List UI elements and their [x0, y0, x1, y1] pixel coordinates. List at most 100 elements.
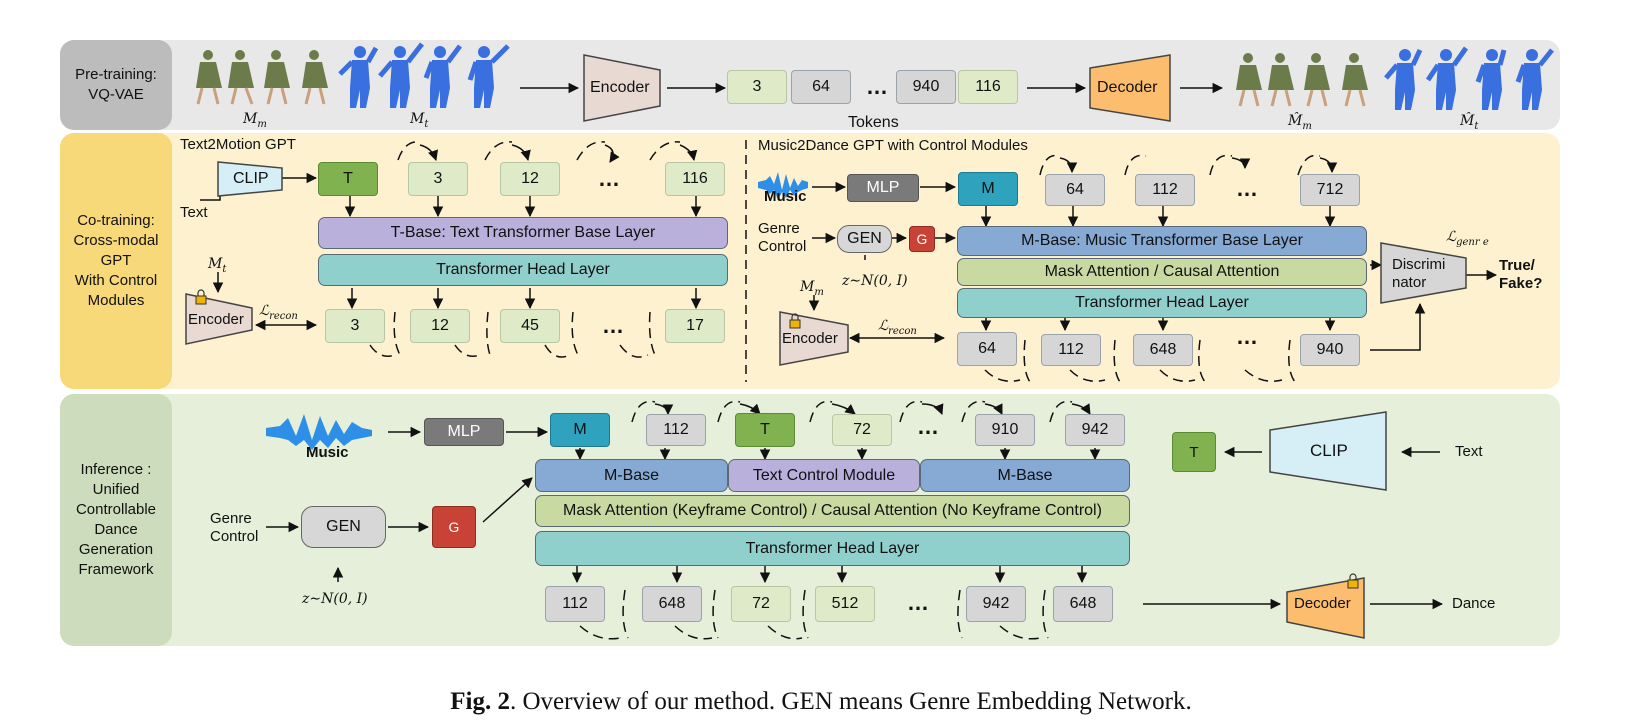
inference-music-waveform	[266, 414, 372, 450]
t2m-out-token: 17	[665, 309, 725, 343]
inf-in-ellipsis: …	[917, 414, 940, 439]
inf-gen-box: GEN	[301, 506, 386, 548]
t2m-t-token: T	[318, 162, 378, 196]
inf-head-layer: Transformer Head Layer	[535, 531, 1130, 566]
inf-mbase-left: M-Base	[535, 459, 728, 492]
t2m-clip-shape	[217, 161, 283, 197]
m2d-out-token: 112	[1041, 334, 1101, 366]
inf-t-token: T	[735, 413, 795, 447]
m2d-music-waveform	[758, 172, 808, 200]
inference-clip-shape	[1269, 411, 1387, 491]
inf-decoder-label: Decoder	[1294, 595, 1351, 612]
m2d-recon-label: ℒrecon	[878, 318, 917, 337]
lock-icons	[195, 289, 1359, 589]
m2d-mlp: MLP	[847, 174, 919, 202]
m2d-out-ellipsis: …	[1236, 324, 1259, 349]
m2d-title: Music2Dance GPT with Control Modules	[758, 137, 1028, 154]
pretrain-token: 3	[727, 70, 787, 104]
t2m-out-token: 45	[500, 309, 560, 343]
m2d-mask-layer: Mask Attention / Causal Attention	[957, 258, 1367, 286]
inf-in-token: 72	[832, 414, 892, 446]
t2m-in-token: 12	[500, 162, 560, 196]
pretrain-label: Pre-training: VQ-VAE	[60, 40, 172, 130]
m2d-out-token: 64	[957, 332, 1017, 366]
pretrain-token: 116	[958, 70, 1018, 104]
inf-out-token: 512	[815, 586, 875, 622]
m2d-head-layer: Transformer Head Layer	[957, 288, 1367, 318]
discriminator-shape	[1380, 242, 1467, 304]
figure-caption: Fig. 2. Overview of our method. GEN mean…	[0, 688, 1642, 716]
lgenre-label: ℒgenr e	[1446, 229, 1489, 248]
t2m-clip-label: CLIP	[233, 170, 269, 187]
inference-decoder-shape	[1286, 577, 1365, 639]
inf-out-token: 112	[545, 586, 605, 622]
inf-t-right: T	[1172, 432, 1216, 472]
waveform-group	[266, 172, 808, 450]
inf-in-token: 942	[1065, 414, 1125, 446]
figure-number: Fig. 2	[450, 688, 510, 715]
t2m-mt-label: Mt	[208, 256, 227, 275]
pretrain-decoder-label: Decoder	[1097, 79, 1158, 96]
inf-z-label: z∼N(0, I)	[302, 591, 368, 607]
inf-out-token: 942	[966, 586, 1026, 622]
inf-out-token: 648	[1053, 586, 1113, 622]
t2m-encoder-shape	[185, 293, 253, 345]
inf-mbase-right: M-Base	[920, 459, 1130, 492]
inf-text-label: Text	[1455, 443, 1483, 460]
inf-genre-control-label: Genre Control	[210, 510, 259, 545]
inf-out-token: 72	[731, 586, 791, 622]
tokens-label: Tokens	[848, 114, 899, 131]
inf-mlp: MLP	[424, 418, 504, 446]
m2d-music-label: Music	[764, 188, 807, 205]
dancer-figures	[196, 42, 1554, 110]
inf-music-label: Music	[306, 444, 349, 461]
m2d-mm-label: Mm	[800, 279, 824, 298]
cotrain-label: Co-training: Cross-modal GPT With Contro…	[60, 133, 172, 389]
m2d-in-token: 112	[1135, 174, 1195, 206]
t2m-base-layer: T-Base: Text Transformer Base Layer	[318, 217, 728, 249]
t2m-recon-label: ℒrecon	[259, 303, 298, 322]
m-t-label: Mt	[410, 111, 429, 130]
m-t-hat-label: M̂t	[1460, 113, 1479, 132]
inf-clip-label: CLIP	[1310, 441, 1348, 460]
m2d-in-token: 712	[1300, 174, 1360, 206]
inf-g-box: G	[432, 506, 476, 548]
m2d-out-token: 648	[1133, 334, 1193, 366]
pretrain-encoder-label: Encoder	[590, 79, 650, 96]
inf-out-token: 648	[642, 586, 702, 622]
m2d-z-label: z∼N(0, I)	[842, 273, 908, 289]
m2d-m-token: M	[958, 172, 1018, 206]
m2d-in-token: 64	[1045, 174, 1105, 206]
inf-in-token: 112	[646, 414, 706, 446]
true-fake-label: True/ Fake?	[1499, 257, 1543, 292]
inf-text-control-module: Text Control Module	[728, 459, 920, 492]
t2m-head-layer: Transformer Head Layer	[318, 254, 728, 286]
inference-label: Inference : Unified Controllable Dance G…	[60, 394, 172, 646]
pretrain-token: 64	[791, 70, 851, 104]
m2d-gen-box: GEN	[837, 225, 892, 253]
caption-text: . Overview of our method. GEN means Genr…	[509, 688, 1192, 715]
t2m-encoder-label: Encoder	[188, 311, 244, 328]
discriminator-label: Discrimi nator	[1392, 256, 1446, 291]
t2m-out-token: 12	[410, 309, 470, 343]
inf-out-ellipsis: …	[907, 590, 930, 615]
t2m-title: Text2Motion GPT	[180, 136, 296, 153]
t2m-in-ellipsis: …	[598, 166, 621, 191]
t2m-out-token: 3	[325, 309, 385, 343]
inf-mask-layer: Mask Attention (Keyframe Control) / Caus…	[535, 495, 1130, 527]
pretrain-decoder-shape	[1089, 54, 1171, 122]
pretrain-encoder-shape	[583, 54, 661, 122]
t2m-text-label: Text	[180, 204, 208, 221]
m2d-genre-control-label: Genre Control	[758, 220, 807, 255]
m2d-base-layer: M-Base: Music Transformer Base Layer	[957, 226, 1367, 256]
pretrain-token: 940	[896, 70, 956, 104]
m2d-out-token: 940	[1300, 334, 1360, 366]
m2d-in-ellipsis: …	[1236, 176, 1259, 201]
m2d-encoder-label: Encoder	[782, 330, 838, 347]
inf-m-token: M	[550, 413, 610, 447]
m-m-hat-label: M̂m	[1288, 113, 1312, 132]
t2m-out-ellipsis: …	[602, 313, 625, 338]
t2m-in-token: 116	[665, 162, 725, 196]
inf-in-token: 910	[975, 414, 1035, 446]
